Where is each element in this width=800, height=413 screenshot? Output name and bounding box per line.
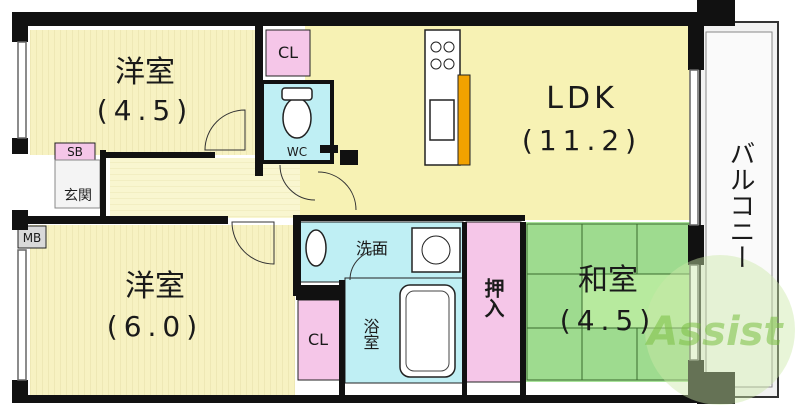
toilet-bowl-icon bbox=[282, 97, 312, 139]
kitchen-counter-edge bbox=[457, 74, 471, 166]
japanese-room-name: 和室 bbox=[578, 263, 638, 298]
toilet-label: WC bbox=[287, 145, 307, 159]
toilet-tank-icon bbox=[281, 87, 313, 101]
watermark-logo bbox=[645, 255, 795, 405]
closet-north bbox=[265, 29, 311, 77]
shoe-box-label: SB bbox=[67, 145, 83, 159]
western-room-north-size: (4.5) bbox=[97, 94, 193, 127]
entrance-label: 玄関 bbox=[64, 187, 92, 204]
oshiire bbox=[465, 221, 522, 383]
balcony-inner bbox=[705, 31, 773, 388]
stove-burner-icon bbox=[430, 41, 442, 53]
stove-burner-icon bbox=[430, 58, 442, 70]
washing-machine-icon bbox=[411, 227, 461, 273]
kitchen-sink-icon bbox=[429, 99, 455, 141]
watermark-text: Assist bbox=[644, 309, 784, 355]
japanese-room-size: (4.5) bbox=[560, 304, 656, 337]
washroom-label: 洗面 bbox=[356, 239, 388, 258]
ldk-size: (11.2) bbox=[522, 124, 642, 157]
western-room-south-floor bbox=[30, 225, 295, 400]
stove-burner-icon bbox=[443, 41, 455, 53]
bathtub-icon bbox=[399, 284, 456, 378]
ldk-floor-lower bbox=[300, 155, 390, 217]
oshiire-label: 押入 bbox=[481, 277, 505, 318]
balcony-name: バルコニー bbox=[725, 140, 755, 270]
closet-north-label: CL bbox=[278, 43, 298, 62]
meter-box-label: MB bbox=[23, 231, 42, 245]
walls bbox=[12, 0, 735, 404]
kitchen-counter bbox=[424, 29, 461, 166]
bathroom-label: 浴室 bbox=[361, 318, 380, 350]
washing-machine-drum-icon bbox=[421, 235, 451, 265]
wash-basin-icon bbox=[305, 229, 327, 267]
western-room-south-size: (6.0) bbox=[107, 310, 203, 343]
western-room-south-name: 洋室 bbox=[125, 269, 185, 304]
entrance-floor bbox=[54, 159, 101, 209]
tatami-mats bbox=[525, 222, 693, 382]
stove-burner-icon bbox=[443, 58, 455, 70]
windows bbox=[17, 41, 699, 381]
western-room-north-floor bbox=[30, 30, 262, 155]
meter-box bbox=[17, 225, 47, 249]
ldk-name: LDK bbox=[546, 81, 618, 116]
bathtub-inner-icon bbox=[405, 290, 450, 372]
western-room-north-name: 洋室 bbox=[115, 55, 175, 90]
door-swings bbox=[204, 109, 381, 281]
closet-south-label: CL bbox=[308, 330, 328, 349]
corridor-floor bbox=[110, 158, 305, 218]
